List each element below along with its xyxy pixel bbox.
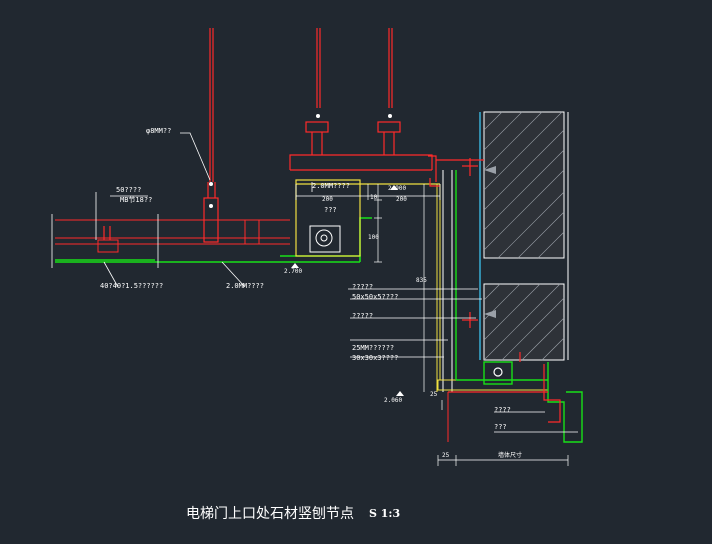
dim-10: 10 (370, 194, 378, 201)
dim-bottom-wall: 墙体尺寸 (498, 452, 523, 459)
bottom-bracket (448, 364, 561, 423)
bottom-note-2: ??? (494, 423, 507, 431)
right-note-1: ????? (352, 283, 374, 291)
bolt-annotation: 40?40?1.5?????? (100, 282, 164, 290)
plate-bottom-annotation: 2.0MM???? (226, 282, 264, 290)
elev-2060: 2.060 (384, 397, 403, 404)
anchor-bolts (103, 158, 521, 362)
hanger-rods (209, 28, 393, 182)
right-note-3: ????? (352, 312, 374, 320)
elevation-markers (291, 185, 404, 396)
ceiling-structure (55, 219, 290, 253)
right-note-4: 25MM?????? (352, 344, 395, 352)
green-frame (455, 170, 583, 443)
break-marks (51, 214, 159, 268)
elev-2700: 2.700 (284, 268, 303, 275)
dim-835: 835 (416, 277, 427, 284)
drawing-title: 电梯门上口处石材竖刨节点 (186, 506, 354, 522)
right-note-5: 30x30x3???? (352, 354, 399, 362)
mb-annotation: MB节18?? (120, 196, 153, 204)
dim-25: 25 (430, 391, 438, 398)
drawing-scale: S 1:3 (369, 507, 401, 520)
rod-annotation: φ8MM?? (146, 127, 172, 135)
rod-hangers (203, 121, 401, 243)
hanger-nuts (209, 114, 392, 208)
dim-200b: 200 (396, 196, 407, 203)
dim-100: 100 (368, 234, 379, 241)
leader-lines (95, 132, 578, 433)
bottom-note-1: ???? (494, 406, 511, 414)
stone-cladding (442, 170, 453, 442)
qqq-annotation: ??? (324, 206, 337, 214)
pulley-fitting (309, 225, 341, 253)
plate-top-annotation: 2.0MM???? (312, 182, 350, 190)
top-cap (428, 155, 484, 187)
dimension-lines (295, 184, 569, 466)
fifty-annotation: 50???? (116, 186, 142, 194)
main-keel (289, 154, 433, 171)
dim-bottom-25: 25 (442, 452, 450, 459)
stone-wall (479, 111, 569, 361)
elev-2900: 2.900 (388, 185, 407, 192)
right-note-2: 50x50x5???? (352, 293, 399, 301)
anchor-arrows (484, 166, 496, 318)
dim-200a: 200 (322, 196, 333, 203)
